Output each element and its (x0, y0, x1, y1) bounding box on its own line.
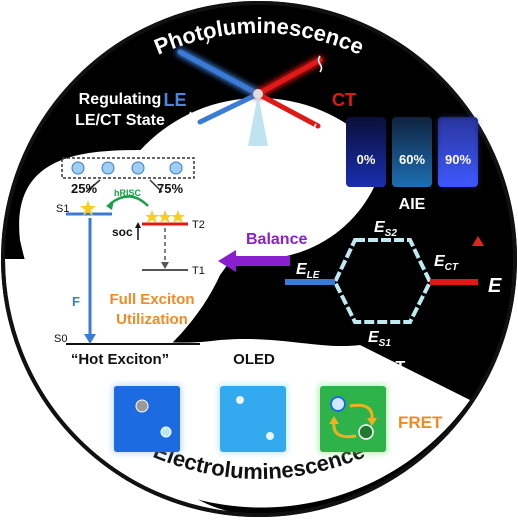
exciton-box (61, 157, 195, 179)
pct-75: 75% (157, 181, 183, 196)
hrisc-label: hRISC (114, 188, 142, 198)
aie-label: AIE (399, 196, 426, 213)
motion-mark-icon (313, 123, 319, 141)
regulating-line1: Regulating (79, 91, 162, 108)
motion-mark-icon (204, 27, 210, 45)
rotor-stand (248, 94, 268, 146)
exciton-star-icon (80, 200, 96, 216)
fluorescence-arrowhead-icon (84, 334, 96, 344)
utilization-line1: Full Exciton (109, 291, 194, 308)
vial-label-60: 60% (399, 152, 425, 167)
utilization-line2: Utilization (116, 311, 188, 328)
energy-axis-label: E (488, 275, 502, 297)
vial-0 (346, 117, 386, 187)
e-s1-label: ES1 (368, 329, 391, 349)
le-ct-rotor (176, 27, 324, 146)
fret-label: FRET (398, 413, 443, 432)
hlct-hexagon (285, 238, 478, 324)
le-arm-lower (197, 91, 261, 125)
balance-label: Balance (246, 231, 307, 248)
balance-arrow-icon (218, 250, 290, 272)
e-s2-label: ES2 (374, 219, 397, 239)
rotor-pivot (253, 89, 263, 99)
energy-arrowhead-icon (472, 236, 484, 246)
exciton-star-icon (158, 210, 172, 223)
aie-vials (346, 117, 478, 187)
vial-label-90: 90% (445, 152, 471, 167)
e-ct-label: ECT (434, 253, 459, 273)
fret-transfer-icon (349, 403, 374, 421)
vial-label-0: 0% (357, 152, 376, 167)
oled-label: OLED (233, 351, 275, 368)
ct-label: CT (332, 90, 356, 110)
hot-exciton-caption: “Hot Exciton” (71, 351, 169, 368)
black-top-band (3, 3, 515, 259)
ct-arm-lower (255, 91, 321, 129)
hot-exciton-diagram (61, 157, 200, 345)
le-arm-upper (177, 49, 261, 97)
motion-mark-icon (317, 55, 323, 73)
hlct-label: HLCT (363, 359, 406, 376)
motion-mark-icon (188, 111, 194, 129)
regulating-line2: LE/CT State (75, 112, 165, 129)
white-lobe (19, 150, 259, 385)
e-le-label: ELE (296, 261, 320, 281)
tile-exciton-light (220, 386, 286, 452)
t1-label: T1 (192, 265, 205, 277)
t2-label: T2 (192, 219, 205, 231)
soc-label: soc (112, 225, 133, 239)
vial-60 (392, 117, 432, 187)
f-label: F (72, 294, 80, 309)
ct-arm-upper (255, 57, 323, 97)
exciton-star-icon (171, 210, 185, 223)
le-label: LE (163, 90, 186, 110)
exciton-star-icon (145, 210, 159, 223)
device-tiles (112, 384, 388, 454)
s1-label: S1 (56, 203, 69, 215)
hexagon-outline (332, 238, 433, 324)
s0-label: S0 (54, 333, 67, 345)
pct-25: 25% (71, 181, 97, 196)
